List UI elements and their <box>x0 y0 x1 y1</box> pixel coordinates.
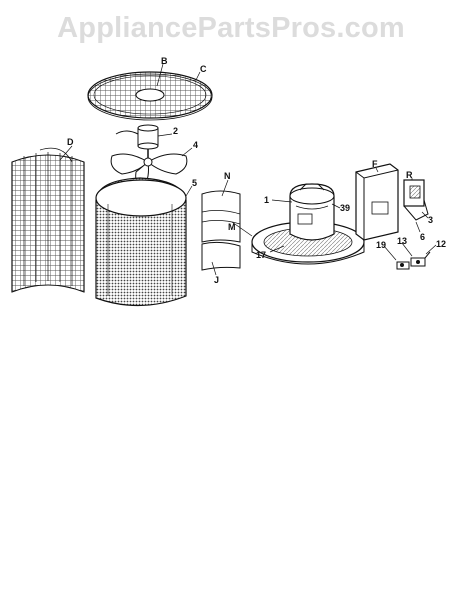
label-4: 4 <box>193 140 198 150</box>
contactor <box>403 179 429 221</box>
label-13: 13 <box>397 236 407 246</box>
label-j: J <box>214 275 219 285</box>
side-panels <box>201 190 241 271</box>
label-n: N <box>224 171 231 181</box>
label-m: M <box>228 222 236 232</box>
label-f: F <box>372 159 378 169</box>
condenser-coil <box>95 177 187 307</box>
label-1: 1 <box>264 195 269 205</box>
fan-motor <box>115 124 159 160</box>
label-12: 12 <box>436 239 446 249</box>
label-b: B <box>161 56 168 66</box>
wire-guard <box>11 147 85 293</box>
leader-lines <box>59 63 437 276</box>
compressor <box>289 183 335 241</box>
label-r: R <box>406 170 413 180</box>
control-box <box>355 163 399 241</box>
label-c: C <box>200 64 207 74</box>
label-2: 2 <box>173 126 178 136</box>
label-5: 5 <box>192 178 197 188</box>
label-d: D <box>67 137 74 147</box>
label-39: 39 <box>340 203 350 213</box>
label-17: 17 <box>256 250 266 260</box>
label-3: 3 <box>428 215 433 225</box>
label-19: 19 <box>376 240 386 250</box>
label-6: 6 <box>420 232 425 242</box>
fan-grille <box>87 71 213 121</box>
small-brackets <box>396 251 431 270</box>
